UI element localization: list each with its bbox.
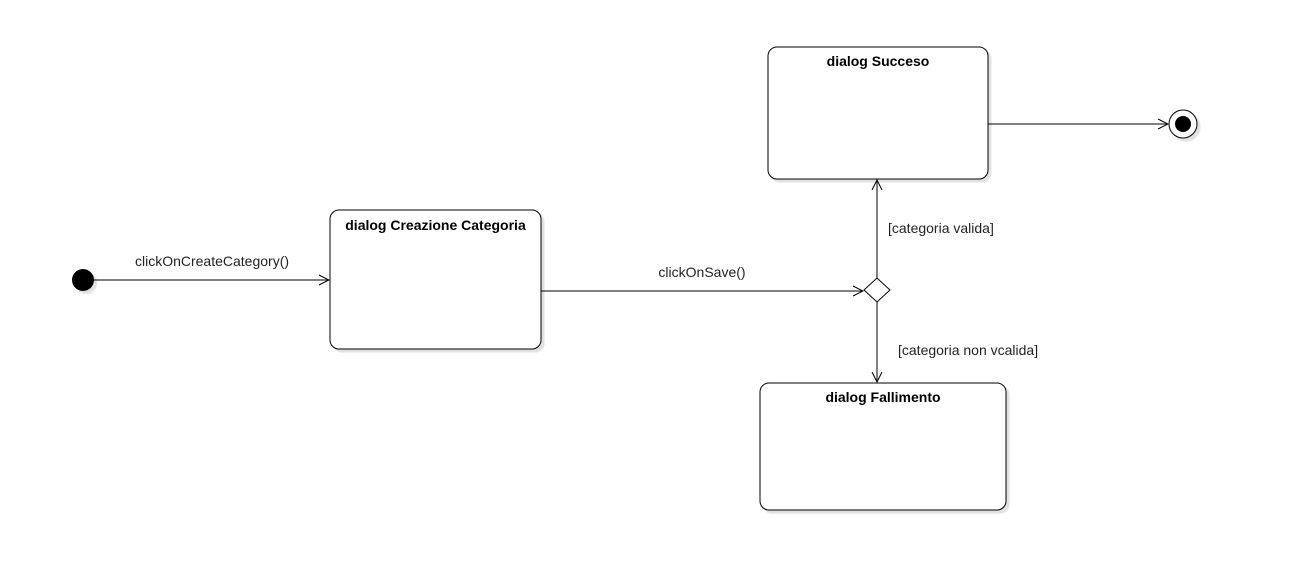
initial-state-node[interactable]: [72, 269, 94, 291]
state-dialog-succeso[interactable]: dialog Succeso: [767, 46, 989, 180]
guard-label-categoria-non-valida: [categoria non vcalida]: [898, 342, 1038, 358]
state-dialog-creazione-categoria[interactable]: dialog Creazione Categoria: [329, 209, 542, 350]
transition-label-click-on-save: clickOnSave(): [658, 264, 745, 280]
state-title-fallimento: dialog Fallimento: [825, 389, 940, 405]
state-dialog-fallimento[interactable]: dialog Fallimento: [759, 382, 1007, 511]
transition-label-click-on-create-category: clickOnCreateCategory(): [135, 253, 289, 269]
guard-label-categoria-valida: [categoria valida]: [888, 220, 994, 236]
state-title-succeso: dialog Succeso: [827, 53, 930, 69]
final-state-node[interactable]: [1168, 109, 1198, 139]
state-title-creazione: dialog Creazione Categoria: [345, 217, 526, 233]
decision-node[interactable]: [863, 277, 891, 303]
